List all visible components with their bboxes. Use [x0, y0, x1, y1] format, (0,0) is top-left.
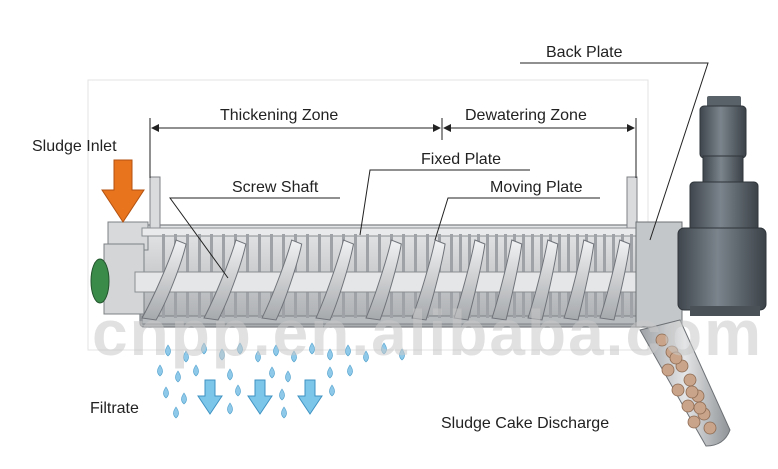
water-drop-icon — [329, 384, 335, 397]
zone-dimension-lines — [149, 118, 637, 178]
screw-flight — [261, 239, 303, 321]
water-drop-icon — [163, 386, 169, 399]
cake-lump — [683, 373, 697, 387]
label-dewatering-zone: Dewatering Zone — [465, 107, 587, 124]
screw-flight — [203, 239, 247, 321]
watermark: cnpp.en.alibaba.com — [92, 297, 763, 369]
cake-lump — [669, 351, 683, 365]
water-drop-icon — [255, 350, 261, 363]
water-drop-icon — [173, 406, 179, 419]
screw-flight — [141, 239, 187, 321]
water-drop-icon — [193, 364, 199, 377]
drive-motor — [677, 96, 767, 316]
water-drop-icon — [291, 350, 297, 363]
leader-lines — [169, 62, 709, 279]
label-sludge-cake-discharge: Sludge Cake Discharge — [441, 415, 609, 432]
water-drop-icon — [327, 348, 333, 361]
screw-flights — [141, 239, 631, 321]
water-drop-icon — [201, 342, 207, 355]
water-drop-icon — [181, 392, 187, 405]
screw-flight — [563, 239, 595, 321]
cake-lump — [671, 383, 685, 397]
screw-flight — [491, 239, 523, 321]
cake-lump — [693, 401, 707, 415]
screw-flight — [315, 239, 355, 321]
water-drop-icon — [345, 344, 351, 357]
label-moving-plate: Moving Plate — [490, 179, 583, 196]
discharge-chute — [639, 319, 731, 447]
water-drop-icon — [227, 368, 233, 381]
water-drop-icon — [269, 366, 275, 379]
label-sludge-inlet: Sludge Inlet — [32, 138, 117, 155]
label-filtrate: Filtrate — [90, 400, 139, 417]
screw-flight — [365, 239, 402, 321]
screw-flight — [527, 239, 559, 321]
screw-flight — [599, 239, 631, 321]
back-plate — [635, 221, 683, 328]
down-arrow-icon — [197, 379, 223, 415]
cake-lump — [687, 415, 701, 429]
sludge-cake — [655, 333, 717, 435]
water-drop-icon — [309, 342, 315, 355]
water-drop-icon — [165, 344, 171, 357]
machine-frame-outline — [87, 79, 649, 351]
cake-lump — [661, 363, 675, 377]
cake-lump — [681, 399, 695, 413]
screw-flight — [411, 239, 446, 321]
water-drop-icon — [281, 406, 287, 419]
cake-lump — [655, 333, 669, 347]
filtrate-drops — [157, 342, 405, 419]
down-arrow-icon — [297, 379, 323, 415]
drive-flange — [90, 258, 110, 304]
water-drop-icon — [363, 350, 369, 363]
label-fixed-plate: Fixed Plate — [421, 151, 501, 168]
water-drop-icon — [157, 364, 163, 377]
inlet-arrow-icon — [101, 159, 145, 223]
water-drop-icon — [399, 348, 405, 361]
water-drop-icon — [327, 366, 333, 379]
water-drop-icon — [237, 342, 243, 355]
screw-shaft — [134, 239, 646, 321]
filtrate-arrows — [197, 379, 323, 415]
water-drop-icon — [279, 388, 285, 401]
water-drop-icon — [175, 370, 181, 383]
water-drop-icon — [183, 350, 189, 363]
cake-lump — [703, 421, 717, 435]
down-arrow-icon — [247, 379, 273, 415]
water-drop-icon — [235, 384, 241, 397]
water-drop-icon — [273, 344, 279, 357]
water-drop-icon — [227, 402, 233, 415]
water-drop-icon — [285, 370, 291, 383]
water-drop-icon — [381, 342, 387, 355]
water-drop-icon — [347, 364, 353, 377]
label-back-plate: Back Plate — [546, 44, 623, 61]
label-screw-shaft: Screw Shaft — [232, 179, 319, 196]
label-thickening-zone: Thickening Zone — [220, 107, 338, 124]
screw-flight — [453, 239, 486, 321]
cake-lump — [685, 385, 699, 399]
water-drop-icon — [219, 348, 225, 361]
